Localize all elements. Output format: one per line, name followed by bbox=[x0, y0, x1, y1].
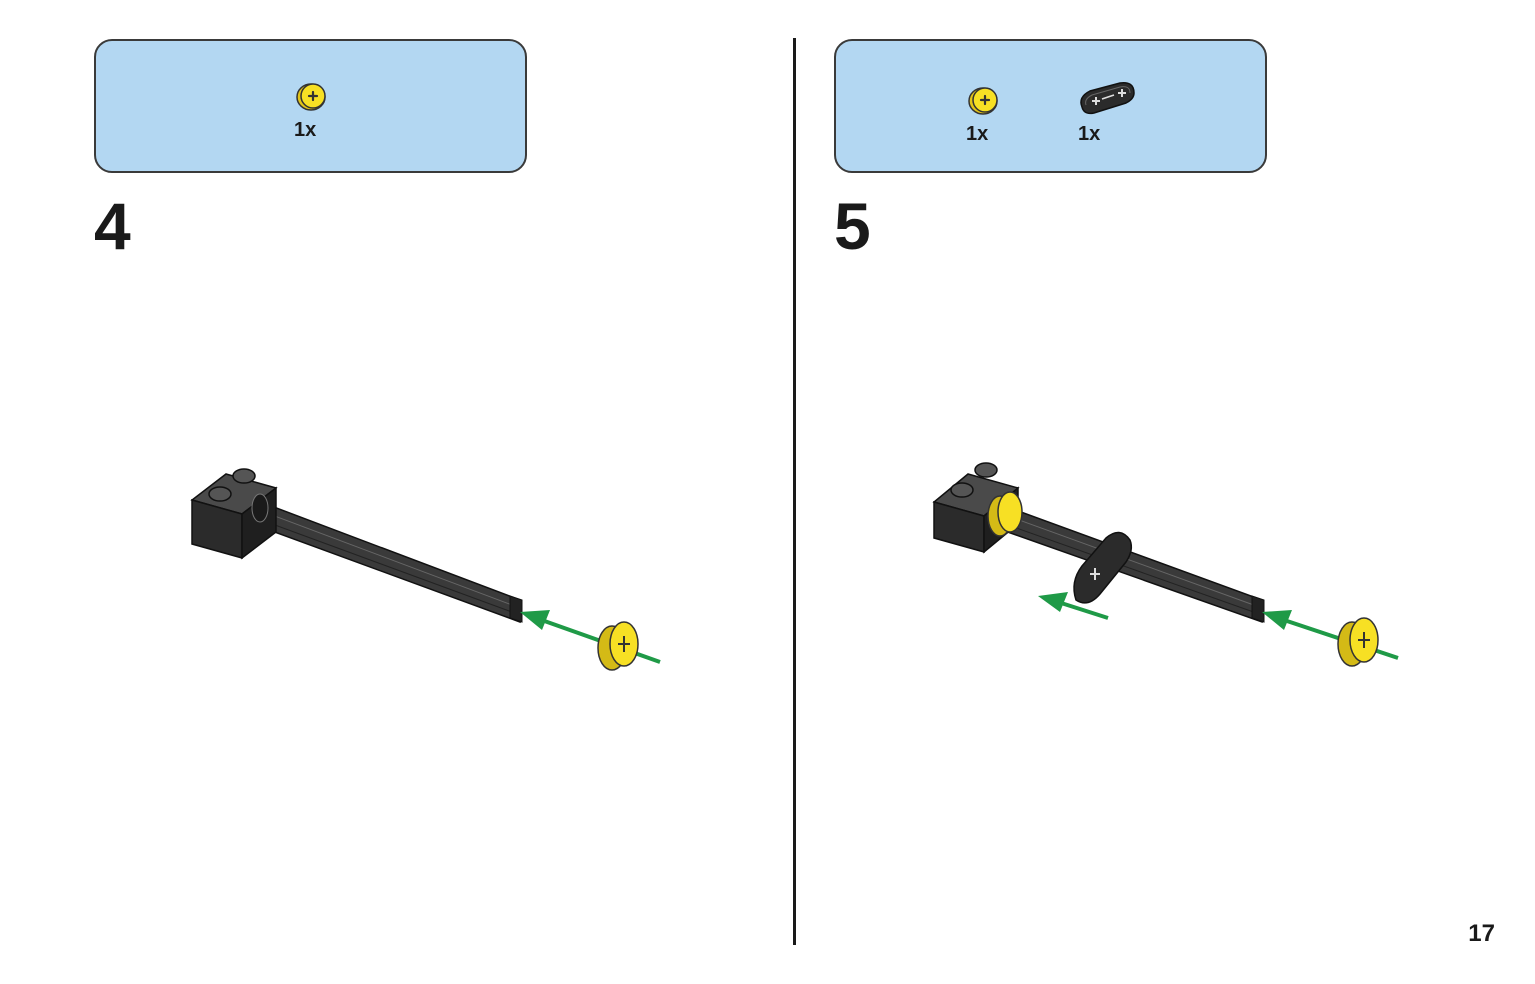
page-divider bbox=[793, 38, 796, 945]
yellow-bush-icon bbox=[968, 87, 998, 115]
step-number: 5 bbox=[834, 189, 871, 263]
part-quantity: 1x bbox=[294, 119, 317, 141]
part-quantity: 1x bbox=[966, 123, 989, 145]
yellow-bush bbox=[1337, 617, 1379, 667]
black-brick bbox=[932, 462, 1020, 554]
axle bbox=[1001, 507, 1265, 624]
axle bbox=[241, 497, 523, 624]
black-liftarm-icon bbox=[1080, 81, 1135, 115]
part-quantity: 1x bbox=[1078, 123, 1101, 145]
step-5-illustration bbox=[932, 462, 1399, 667]
black-brick bbox=[190, 468, 278, 560]
yellow-bush-icon bbox=[296, 83, 326, 111]
step-4-illustration bbox=[190, 468, 661, 671]
slide-arrow bbox=[1038, 592, 1109, 620]
page-number: 17 bbox=[1468, 920, 1495, 947]
yellow-bush bbox=[597, 621, 639, 671]
parts-list-step-5: 1x 1x bbox=[834, 39, 1267, 173]
yellow-bush bbox=[987, 491, 1023, 537]
parts-list-step-4: 1x bbox=[94, 39, 527, 173]
black-liftarm bbox=[1073, 531, 1133, 604]
insert-arrow bbox=[520, 610, 661, 664]
step-number: 4 bbox=[94, 189, 131, 263]
